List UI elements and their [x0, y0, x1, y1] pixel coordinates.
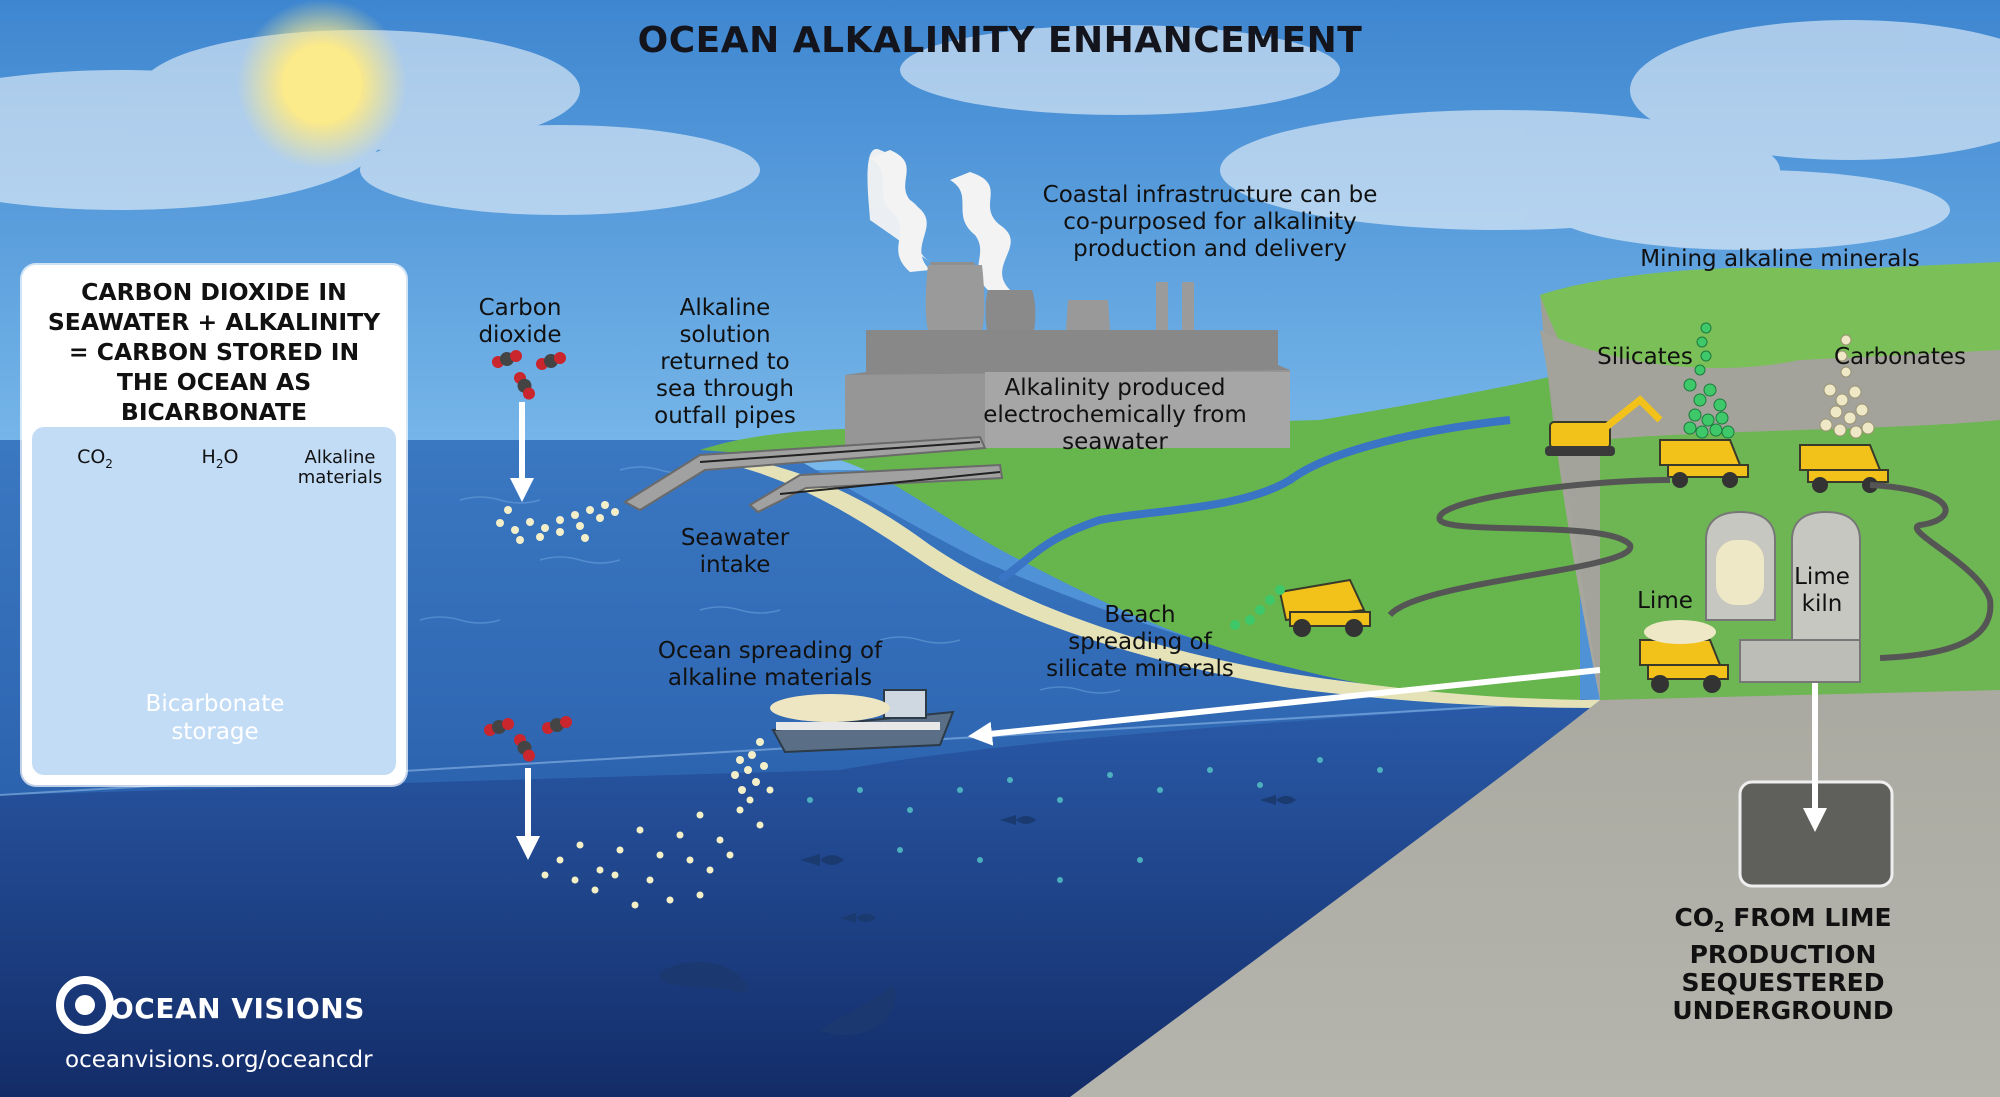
label-line: Carbon: [478, 295, 562, 321]
outfall-pipes: [623, 435, 1004, 514]
label-line: electrochemically from: [983, 402, 1247, 428]
heading-line: CARBON DIOXIDE IN: [81, 278, 347, 306]
page-title: OCEAN ALKALINITY ENHANCEMENT: [637, 20, 1363, 61]
label-line: returned to: [660, 349, 790, 375]
info-box: CARBON DIOXIDE IN SEAWATER + ALKALINITY …: [22, 265, 406, 785]
silicates-label: Silicates: [1597, 344, 1693, 370]
co2-text: CO: [77, 446, 106, 468]
h2o-sub: 2: [215, 456, 224, 471]
label-line: Alkaline: [679, 295, 771, 321]
label-line: Alkaline: [304, 447, 376, 468]
sun-icon: [237, 0, 407, 169]
label-line: PRODUCTION: [1689, 940, 1877, 969]
label-line: materials: [297, 467, 383, 488]
transport-path: [1387, 477, 1994, 661]
label-line: FROM LIME: [1724, 903, 1892, 932]
co2-sequestered-label: CO2 FROM LIME PRODUCTION SEQUESTERED UND…: [1668, 904, 1898, 1025]
lime-kiln-label: Lime kiln: [1786, 564, 1858, 618]
seawater-intake-label: Seawater intake: [670, 525, 800, 579]
label-line: Lime: [1794, 564, 1850, 590]
silicate-pile: [1683, 322, 1735, 439]
ocean-spreading-label: Ocean spreading of alkaline materials: [640, 638, 900, 692]
label-line: co-purposed for alkalinity: [1063, 209, 1357, 235]
carbonate-pile: [1819, 334, 1875, 439]
ocean-visions-logo: [56, 976, 114, 1034]
heading-line: = CARBON STORED IN: [68, 338, 360, 366]
river: [997, 416, 1511, 584]
alkaline-particles-outfall: [496, 501, 619, 544]
heading-line: SEAWATER + ALKALINITY: [47, 308, 381, 336]
lime-label: Lime: [1637, 588, 1693, 614]
beach-spreading-label: Beach spreading of silicate minerals: [1040, 602, 1240, 683]
label-line: seawater: [1062, 429, 1168, 455]
label-line: kiln: [1801, 591, 1843, 617]
heading-line: THE OCEAN AS: [116, 368, 312, 396]
label-line: Seawater: [680, 525, 790, 551]
label-line: sea through: [656, 376, 794, 402]
label-line: dioxide: [478, 322, 562, 348]
label-line: storage: [171, 719, 259, 745]
label-line: UNDERGROUND: [1672, 996, 1894, 1025]
h-text: H: [201, 446, 216, 468]
carbonates-label: Carbonates: [1833, 344, 1967, 370]
bicarbonate-storage-label: Bicarbonate storage: [120, 690, 310, 746]
info-box-heading: CARBON DIOXIDE IN SEAWATER + ALKALINITY …: [22, 277, 406, 427]
alkaline-particles-ocean: [541, 786, 774, 909]
label-line: spreading of: [1068, 629, 1212, 655]
seal-icon: [660, 962, 896, 1036]
heading-line: BICARBONATE: [120, 398, 308, 426]
factory-icon: [845, 149, 1290, 448]
label-line: alkaline materials: [667, 665, 873, 691]
boat-icon: [731, 689, 955, 794]
h2o-formula: H2O: [190, 447, 250, 474]
label-line: solution: [679, 322, 771, 348]
label-line: Coastal infrastructure can be: [1042, 182, 1378, 208]
brand-url[interactable]: oceanvisions.org/oceancdr: [65, 1047, 373, 1073]
label-line: outfall pipes: [654, 403, 796, 429]
mining-label: Mining alkaline minerals: [1640, 246, 1920, 272]
deep-ocean: [0, 700, 1600, 1097]
co2-molecule-icon: [492, 350, 566, 400]
co2-molecule-icon: [484, 716, 572, 762]
alkalinity-produced-label: Alkalinity produced electrochemically fr…: [965, 375, 1265, 456]
lime-kiln-icon: [1705, 510, 1861, 683]
o-text: O: [223, 446, 239, 468]
dump-truck-icon: [1659, 439, 1749, 488]
co2-text: CO: [1674, 903, 1715, 932]
dump-truck-icon: [1639, 620, 1729, 693]
co2-sub: 2: [1714, 918, 1725, 936]
label-line: Ocean spreading of: [657, 638, 883, 664]
label-line: Bicarbonate: [145, 691, 285, 717]
co2-sub: 2: [105, 456, 113, 471]
co2-formula: CO2: [65, 447, 125, 474]
brand-name: OCEAN VISIONS: [110, 992, 365, 1025]
coastal-infrastructure-label: Coastal infrastructure can be co-purpose…: [1030, 182, 1390, 263]
label-line: intake: [699, 552, 771, 578]
label-line: Alkalinity produced: [1004, 375, 1226, 401]
alkaline-solution-label: Alkaline solution returned to sea throug…: [635, 295, 815, 430]
label-line: silicate minerals: [1046, 656, 1234, 682]
dump-truck-icon: [1230, 578, 1371, 637]
excavator-icon: [1545, 395, 1663, 456]
carbon-dioxide-label: Carbon dioxide: [460, 295, 580, 349]
fish-icon: [800, 795, 1296, 923]
label-line: Beach: [1104, 602, 1176, 628]
plankton: [807, 757, 1383, 883]
dump-truck-icon: [1799, 444, 1889, 493]
label-line: SEQUESTERED: [1681, 968, 1885, 997]
label-line: production and delivery: [1073, 236, 1347, 262]
alkaline-materials-label: Alkaline materials: [290, 448, 390, 488]
info-box-inner: [32, 427, 396, 775]
